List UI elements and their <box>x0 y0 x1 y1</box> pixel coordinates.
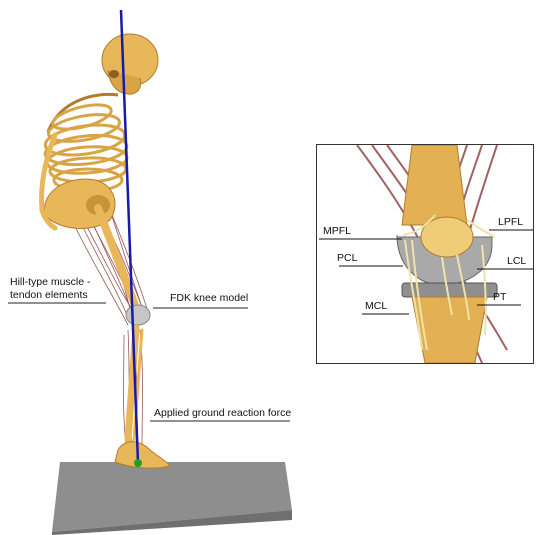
knee-detail-inset: MPFL PCL MCL LPFL LCL PT <box>316 144 534 364</box>
label-lcl: LCL <box>507 255 526 267</box>
foot <box>115 442 170 468</box>
ground-platform <box>52 462 292 535</box>
label-lpfl: LPFL <box>498 216 523 228</box>
label-mpfl: MPFL <box>323 225 351 237</box>
rib-cage <box>43 94 128 191</box>
knee-model-label: FDK knee model <box>170 292 248 304</box>
muscle-label-line2: tendon elements <box>10 289 88 301</box>
label-pt: PT <box>493 291 506 303</box>
contact-point <box>134 459 142 467</box>
label-pcl: PCL <box>337 252 357 264</box>
skull <box>102 34 158 94</box>
muscle-label-line1: Hill-type muscle - <box>10 276 91 288</box>
label-mcl: MCL <box>365 300 387 312</box>
ground-force-label: Applied ground reaction force <box>154 407 291 419</box>
